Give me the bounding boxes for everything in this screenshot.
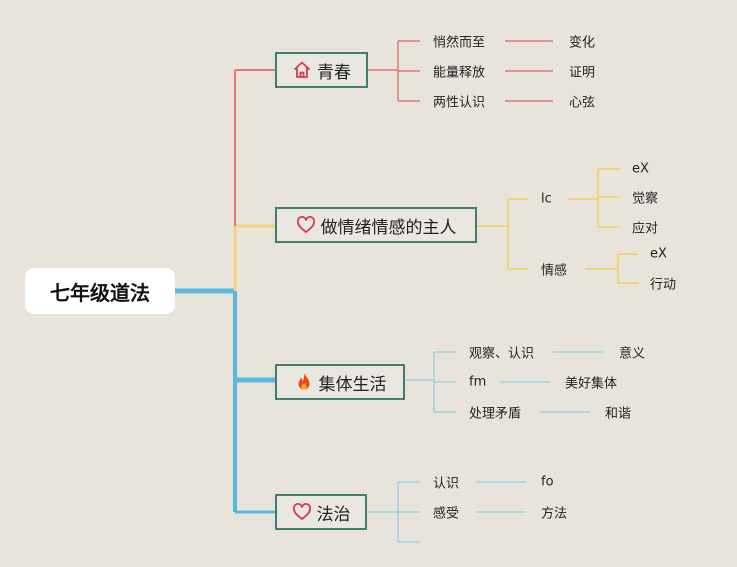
subtopic-node[interactable]: 心弦 [569,95,596,111]
subtopic-node[interactable]: 方法 [541,506,568,522]
subtopic-node[interactable]: 变化 [569,35,596,51]
subtopic-node[interactable]: 应对 [632,221,659,237]
subtopic-node[interactable]: eX [632,161,649,177]
branch-label: 法治 [316,504,351,525]
branch-label: 做情绪情感的主人 [320,217,457,238]
subtopic-node[interactable]: 意义 [619,346,646,362]
root-label: 七年级道法 [50,280,150,305]
topic-node[interactable]: 观察、认识 [469,346,535,362]
topic-node[interactable]: 情感 [541,263,568,279]
topic-node[interactable]: 感受 [433,506,460,522]
topic-node[interactable]: 两性认识 [433,95,486,111]
subtopic-node[interactable]: fo [541,474,554,490]
subtopic-node[interactable]: 觉察 [632,191,659,207]
heart-icon [292,502,312,522]
home-icon [292,60,312,80]
branch-label: 青春 [317,62,351,83]
topic-node[interactable]: 处理矛盾 [469,406,522,422]
branch-node-collective[interactable]: 集体生活 [275,364,405,400]
subtopic-node[interactable]: 行动 [650,277,677,293]
subtopic-node[interactable]: 美好集体 [565,376,618,392]
topic-node[interactable]: 悄然而至 [433,35,486,51]
branch-node-rule-of-law[interactable]: 法治 [275,494,367,530]
fire-icon [294,372,314,392]
topic-node[interactable]: 能量释放 [433,65,486,81]
subtopic-node[interactable]: 和谐 [605,406,632,422]
branch-label: 集体生活 [318,374,387,395]
subtopic-node[interactable]: eX [650,246,667,262]
heart-icon [296,215,316,235]
branch-node-emotions[interactable]: 做情绪情感的主人 [275,207,477,243]
branch-node-qingchun[interactable]: 青春 [275,52,368,88]
root-node[interactable]: 七年级道法 [25,268,175,314]
subtopic-node[interactable]: 证明 [569,65,596,81]
topic-node[interactable]: 认识 [433,476,460,492]
topic-node[interactable]: fm [469,374,487,390]
topic-node[interactable]: lc [541,191,552,207]
